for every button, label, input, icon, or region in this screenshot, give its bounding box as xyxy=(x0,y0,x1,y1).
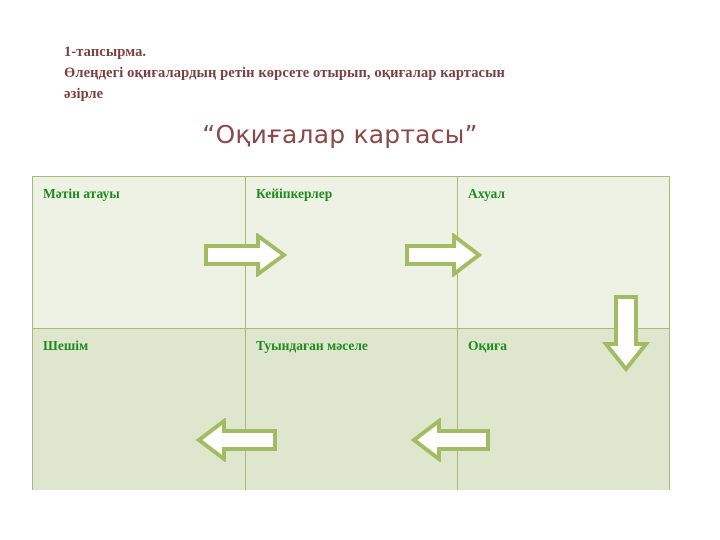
table-cell-situation: Ахуал xyxy=(457,177,671,328)
task-instruction-line-3: әзірле xyxy=(64,86,104,102)
table-cell-characters: Кейіпкерлер xyxy=(245,177,457,328)
table-cell-label: Оқиға xyxy=(468,338,507,353)
table-cell-label: Кейіпкерлер xyxy=(256,186,333,201)
table-cell-text-title: Мәтін атауы xyxy=(33,177,245,328)
table-cell-label: Мәтін атауы xyxy=(43,186,120,201)
page-title: “Оқиғалар картасы” xyxy=(202,120,478,149)
table-cell-solution: Шешім xyxy=(33,329,245,490)
task-instruction-line-2: Өлеңдегі оқиғалардың ретін көрсете отыры… xyxy=(64,65,505,81)
table-cell-label: Шешім xyxy=(43,338,89,353)
table-cell-event: Оқиға xyxy=(457,329,671,490)
table-cell-label: Ахуал xyxy=(468,186,505,201)
table-row: Шешім Туындаған мәселе Оқиға xyxy=(33,329,669,490)
task-instruction: 1-тапсырма. Өлеңдегі оқиғалардың ретін к… xyxy=(64,42,644,105)
table-cell-label: Туындаған мәселе xyxy=(256,338,368,353)
table-row: Мәтін атауы Кейіпкерлер Ахуал xyxy=(33,177,669,329)
task-instruction-line-1: 1-тапсырма. xyxy=(64,44,147,60)
events-map-table: Мәтін атауы Кейіпкерлер Ахуал Шешім Туын… xyxy=(32,176,670,490)
table-cell-problem: Туындаған мәселе xyxy=(245,329,457,490)
